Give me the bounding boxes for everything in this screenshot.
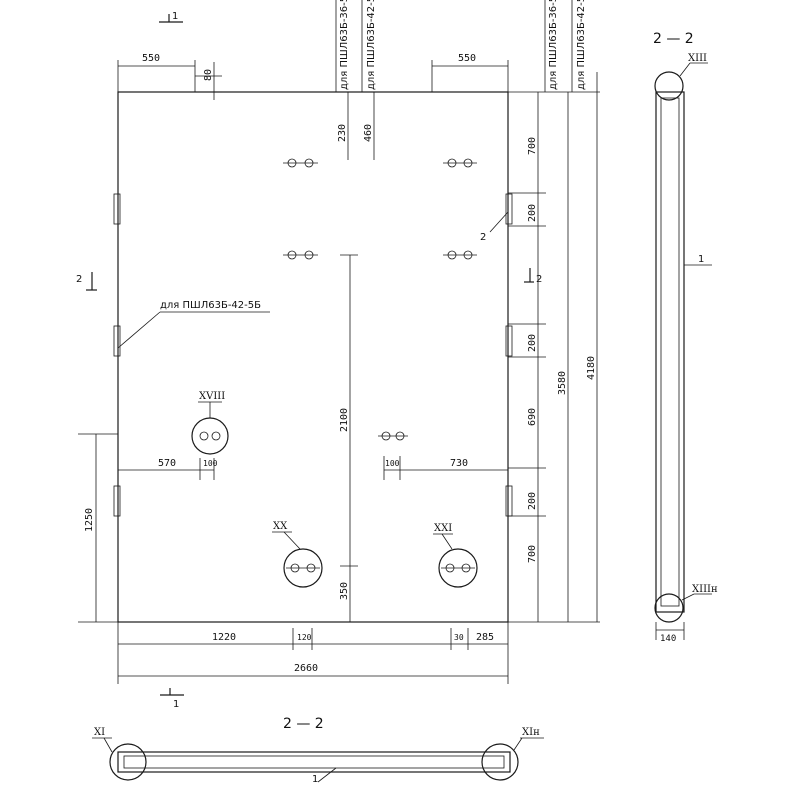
- detail-label: XIн: [522, 727, 540, 738]
- dim-label: 30: [454, 633, 464, 642]
- hole-pair: [378, 431, 408, 441]
- top-notes: для ПШЛ63Б-36-5Б для ПШЛ63Б-42-5Б для ПШ…: [335, 0, 587, 92]
- dim-label: 100: [385, 459, 400, 468]
- detail-label: XVIII: [199, 391, 225, 402]
- dim-left: 1250: [78, 433, 118, 623]
- dim-top-small: 80: [195, 62, 222, 100]
- dim-label: 80: [203, 69, 214, 81]
- section-marker-right: 2: [524, 268, 542, 285]
- section-marker-top: 1: [159, 11, 183, 23]
- side-view: 2 — 2 XIII XIIIн 1 140: [653, 31, 718, 644]
- dim-label: 4180: [586, 356, 597, 380]
- detail-label: XIII: [688, 53, 707, 64]
- dim-label: 690: [527, 408, 538, 426]
- plate-outline: [117, 91, 509, 623]
- section-label: 1: [173, 699, 179, 710]
- side-view-title: 2 — 2: [653, 31, 694, 47]
- dim-label: 200: [527, 492, 538, 510]
- dim-totals: 3580 4180: [557, 72, 598, 622]
- dim-label: 1220: [212, 632, 236, 643]
- dim-label: 3580: [557, 371, 568, 395]
- leader-label: 2: [480, 232, 486, 243]
- detail-xxi: XXI: [433, 523, 478, 588]
- dim-label: 200: [527, 334, 538, 352]
- hole-pair: [283, 250, 318, 260]
- dim-label: 460: [363, 124, 374, 142]
- detail-label: XX: [273, 521, 288, 532]
- dim-label: 100: [203, 459, 218, 468]
- edge-embeds: [113, 193, 513, 517]
- leader-2: 2: [480, 211, 509, 243]
- bottom-view: 2 — 2 XI XIн 1: [92, 716, 544, 785]
- dim-label: 285: [476, 632, 494, 643]
- note-pshl: для ПШЛ63Б-42-5Б: [160, 300, 261, 311]
- dim-label: 230: [337, 124, 348, 142]
- dim-bottom: 1220 120 30 285 2660: [117, 622, 509, 684]
- dim-label: 550: [142, 53, 160, 64]
- section-label: 2: [76, 274, 82, 285]
- section-label: 2: [536, 274, 542, 285]
- dim-570: 570 100: [118, 458, 218, 480]
- section-label: 1: [172, 11, 178, 22]
- detail-label: XXI: [434, 523, 452, 534]
- dim-top-right: 550: [431, 53, 509, 92]
- note-pshl: для ПШЛ63Б-42-5Б: [576, 0, 587, 90]
- part-label: 1: [312, 774, 318, 785]
- detail-label: XIIIн: [692, 584, 718, 595]
- detail-xviii: XVIII: [191, 391, 229, 455]
- dim-center: 2100 350: [339, 254, 358, 622]
- dim-730: 100 730: [383, 456, 508, 480]
- left-note: для ПШЛ63Б-42-5Б: [117, 300, 270, 349]
- dim-label: 140: [660, 634, 676, 644]
- dim-label: 120: [297, 633, 312, 642]
- dim-right-chain: 700 200 200 690 200 700: [508, 91, 600, 623]
- section-marker-left: 2: [76, 272, 97, 291]
- dim-label: 570: [158, 458, 176, 469]
- hole-pairs: [283, 158, 477, 441]
- dim-label: 2660: [294, 663, 318, 674]
- dim-label: 550: [458, 53, 476, 64]
- note-pshl: для ПШЛ63Б-36-5Б: [339, 0, 350, 90]
- bottom-view-title: 2 — 2: [283, 716, 324, 732]
- part-label: 1: [698, 254, 704, 265]
- hole-pair: [443, 158, 477, 168]
- dim-230-460: 230 460: [337, 92, 375, 160]
- note-pshl: для ПШЛ63Б-42-5Б: [366, 0, 377, 90]
- detail-xx: XX: [272, 521, 323, 588]
- dim-label: 700: [527, 545, 538, 563]
- plan-view: 550 80 550 1 1: [76, 0, 600, 710]
- dim-label: 730: [450, 458, 468, 469]
- hole-pair: [443, 250, 477, 260]
- note-pshl: для ПШЛ63Б-36-5Б: [548, 0, 559, 90]
- hole-pair: [283, 158, 318, 168]
- dim-label: 2100: [339, 408, 350, 432]
- detail-label: XI: [94, 727, 105, 738]
- dim-label: 700: [527, 137, 538, 155]
- dim-label: 350: [339, 582, 350, 600]
- dim-label: 1250: [84, 508, 95, 532]
- dim-label: 200: [527, 204, 538, 222]
- section-marker-bottom: 1: [160, 688, 184, 710]
- dim-top-left: 550: [117, 53, 196, 92]
